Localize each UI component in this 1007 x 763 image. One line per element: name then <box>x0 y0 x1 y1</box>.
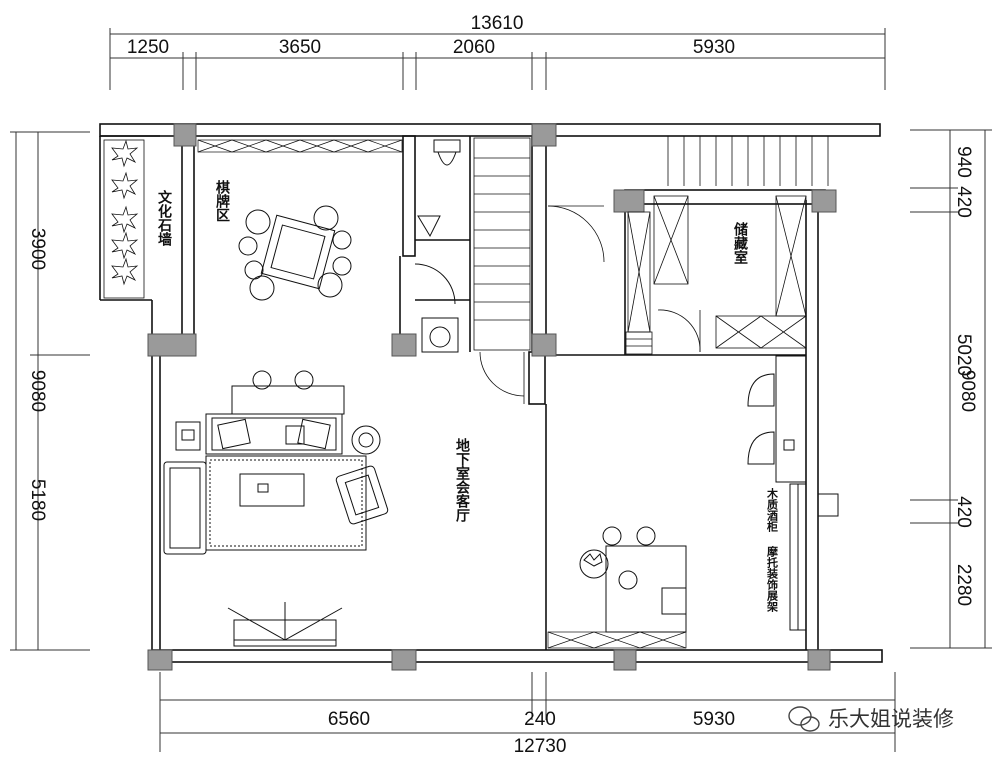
left-dimension-2: 5180 <box>27 479 48 521</box>
label-chess-area: 棋牌区 <box>214 179 230 222</box>
storage-room <box>547 195 807 355</box>
right-dimension-4: 420 <box>953 496 974 528</box>
bottom-dimension-2: 240 <box>524 709 556 730</box>
exterior-stairs <box>667 136 829 186</box>
culture-stone-wall <box>103 139 145 299</box>
bottom-dimension-3: 5930 <box>693 709 735 730</box>
living-furniture <box>163 370 389 647</box>
watermark-text: 乐大姐说装修 <box>828 707 954 731</box>
top-dimension-4: 5930 <box>693 37 735 58</box>
top-dimension-3: 2060 <box>453 37 495 58</box>
right-dimension-5: 2280 <box>953 564 974 606</box>
top-dimension-1: 1250 <box>127 37 169 58</box>
window-band-top <box>197 139 403 153</box>
label-storage-room: 储藏室 <box>732 221 749 264</box>
label-culture-wall: 文化石墙 <box>156 189 173 247</box>
dimension-lines <box>10 28 992 752</box>
staircase <box>473 137 531 404</box>
right-total-dimension: 9080 <box>957 370 978 412</box>
label-feature-shelf: 摩托装饰展架 <box>766 545 780 613</box>
room-labels: 文化石墙 棋牌区 储藏室 地下室会客厅 木质酒柜 摩托装饰展架 <box>156 179 779 612</box>
wechat-icon <box>788 706 820 732</box>
right-dimension-1: 940 <box>953 146 974 178</box>
watermark: 乐大姐说装修 <box>788 706 954 732</box>
structural-columns <box>147 123 837 671</box>
cabinet-bottom <box>547 631 687 649</box>
top-dimension-2: 3650 <box>279 37 321 58</box>
bottom-total-dimension: 12730 <box>514 736 567 757</box>
left-dimension-1: 3900 <box>27 228 48 270</box>
toilet-area <box>414 139 461 353</box>
right-dimension-3: 5020 <box>953 334 974 376</box>
label-basement-living: 地下室会客厅 <box>454 437 471 523</box>
left-total-dimension: 9080 <box>27 370 48 412</box>
bottom-dimension-1: 6560 <box>328 709 370 730</box>
bar-counter <box>579 355 839 633</box>
right-dimension-2: 420 <box>953 186 974 218</box>
chess-table <box>238 205 352 301</box>
label-wine-cabinet: 木质酒柜 <box>766 487 780 533</box>
top-total-dimension: 13610 <box>471 13 524 34</box>
